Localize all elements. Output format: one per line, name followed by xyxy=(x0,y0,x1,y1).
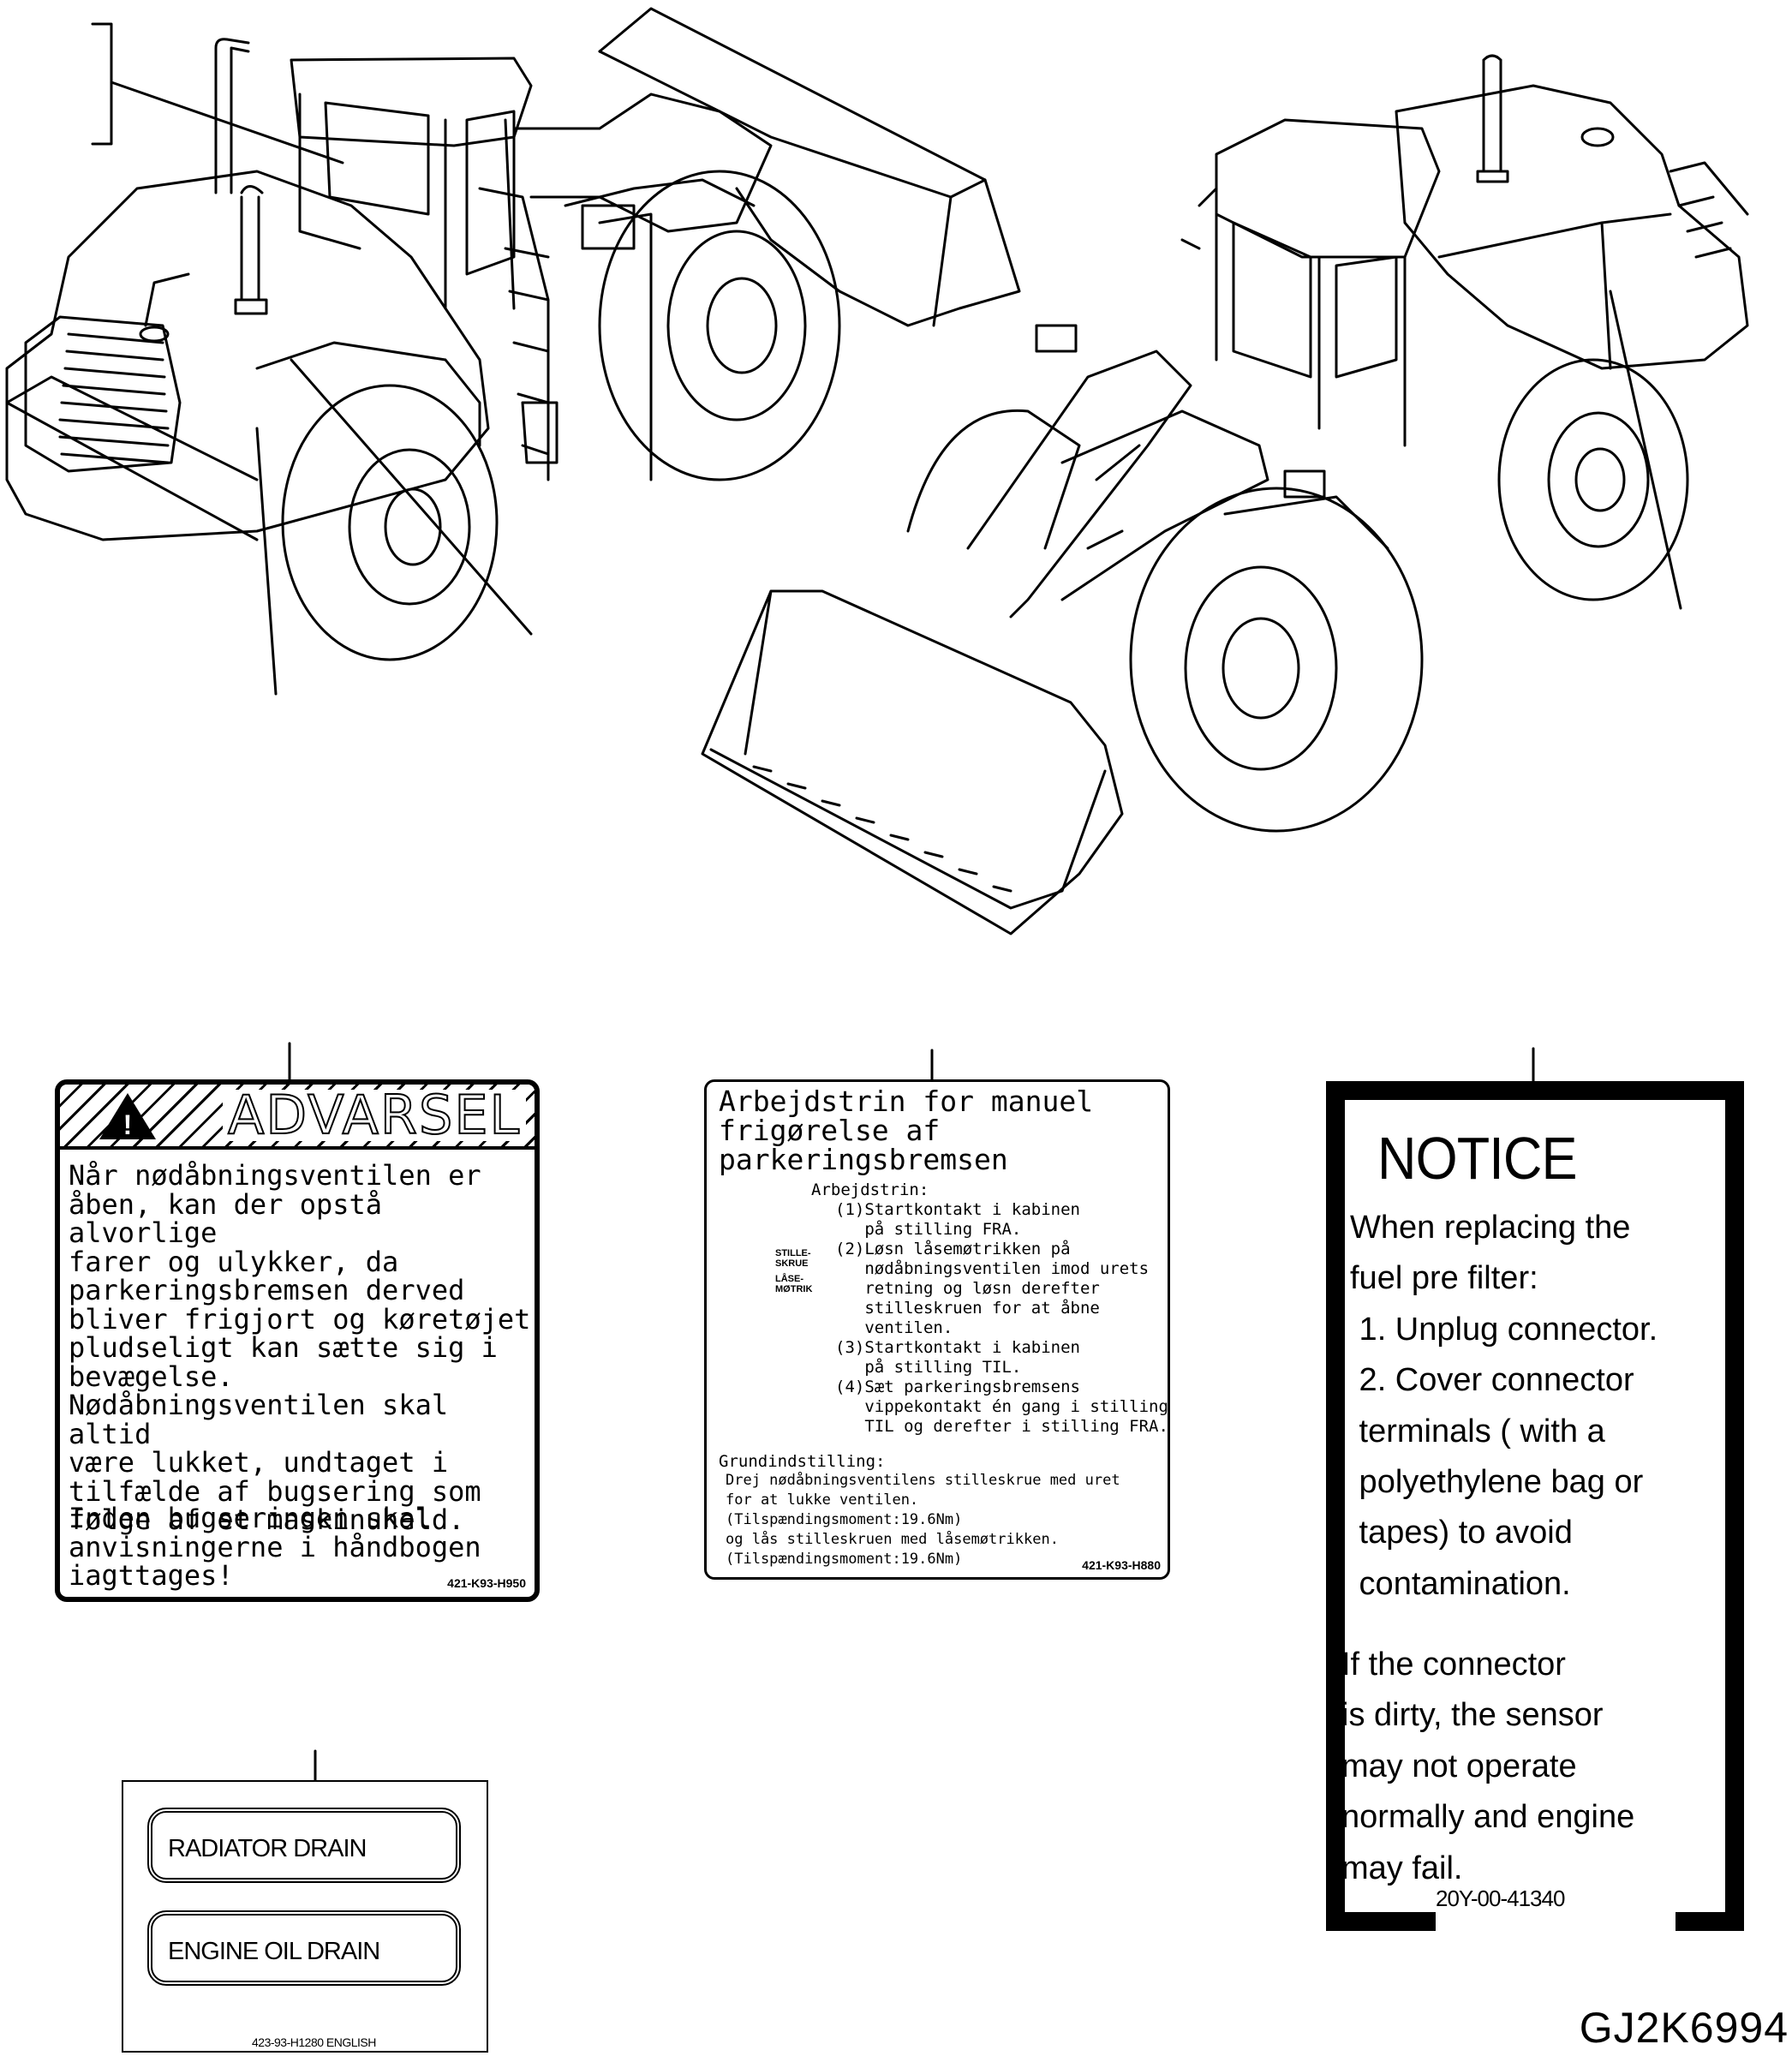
label-code: 20Y-00-41340 xyxy=(1436,1886,1565,1911)
notice-title: NOTICE xyxy=(1377,1125,1578,1192)
radiator-drain-text: RADIATOR DRAIN xyxy=(168,1835,367,1862)
leader-line-engine xyxy=(290,358,533,636)
label-code: 421-K93-H880 xyxy=(1082,1558,1161,1572)
grund-text: Drej nødåbningsventilens stilleskrue med… xyxy=(726,1472,1120,1568)
radiator-drain-label: RADIATOR DRAIN xyxy=(147,1808,461,1883)
steps-text: (1)Startkontakt i kabinen på stilling FR… xyxy=(835,1200,1168,1436)
arbejdstrin-instruction-label: Arbejdstrin for manuel frigørelse af par… xyxy=(704,1079,1170,1580)
drawing-code: GJ2K6994 xyxy=(1579,2004,1789,2052)
advarsel-warning-label: ! ADVARSEL Når nødåbningsventilen er åbe… xyxy=(55,1079,540,1602)
warning-triangle-icon: ! xyxy=(99,1093,156,1140)
engine-oil-drain-text: ENGINE OIL DRAIN xyxy=(168,1938,380,1965)
border-segment xyxy=(1676,1912,1744,1931)
icon-label-stilleskrue: STILLE- SKRUE xyxy=(775,1248,811,1269)
instruction-title: Arbejdstrin for manuel frigørelse af par… xyxy=(719,1085,1094,1176)
left-loader xyxy=(5,7,1021,661)
warning-title: ADVARSEL xyxy=(223,1088,527,1143)
warning-text: Når nødåbningsventilen er åben, kan der … xyxy=(69,1159,531,1536)
leader-line-right-machine xyxy=(1609,290,1682,610)
label-code: 423-93-H1280 ENGLISH xyxy=(252,2035,376,2049)
right-loader xyxy=(701,54,1749,935)
notice-label: NOTICE When replacing the fuel pre filte… xyxy=(1326,1081,1744,1931)
notice-text-2: If the connector is dirty, the sensor ma… xyxy=(1341,1647,1635,1886)
grund-heading: Grundindstilling: xyxy=(719,1452,886,1471)
border-segment xyxy=(1326,1912,1436,1931)
leader-line-rear xyxy=(255,427,278,696)
label-code: 421-K93-H950 xyxy=(447,1576,526,1590)
svg-text:!: ! xyxy=(123,1109,133,1140)
leader-bracket xyxy=(91,22,113,146)
steps-heading: Arbejdstrin: xyxy=(811,1180,929,1199)
warning-header: ! ADVARSEL xyxy=(60,1085,535,1150)
engine-oil-drain-label: ENGINE OIL DRAIN xyxy=(147,1910,461,1986)
warning-text-2: Inden bugseringen skal anvisningerne i h… xyxy=(69,1502,481,1592)
notice-text: When replacing the fuel pre filter: 1. U… xyxy=(1350,1210,1658,1602)
leader-line-cab xyxy=(110,81,344,164)
drain-labels-sheet: RADIATOR DRAIN ENGINE OIL DRAIN 423-93-H… xyxy=(122,1780,488,2053)
icon-label-laasemoetrik: LÅSE- MØTRIK xyxy=(775,1274,813,1294)
